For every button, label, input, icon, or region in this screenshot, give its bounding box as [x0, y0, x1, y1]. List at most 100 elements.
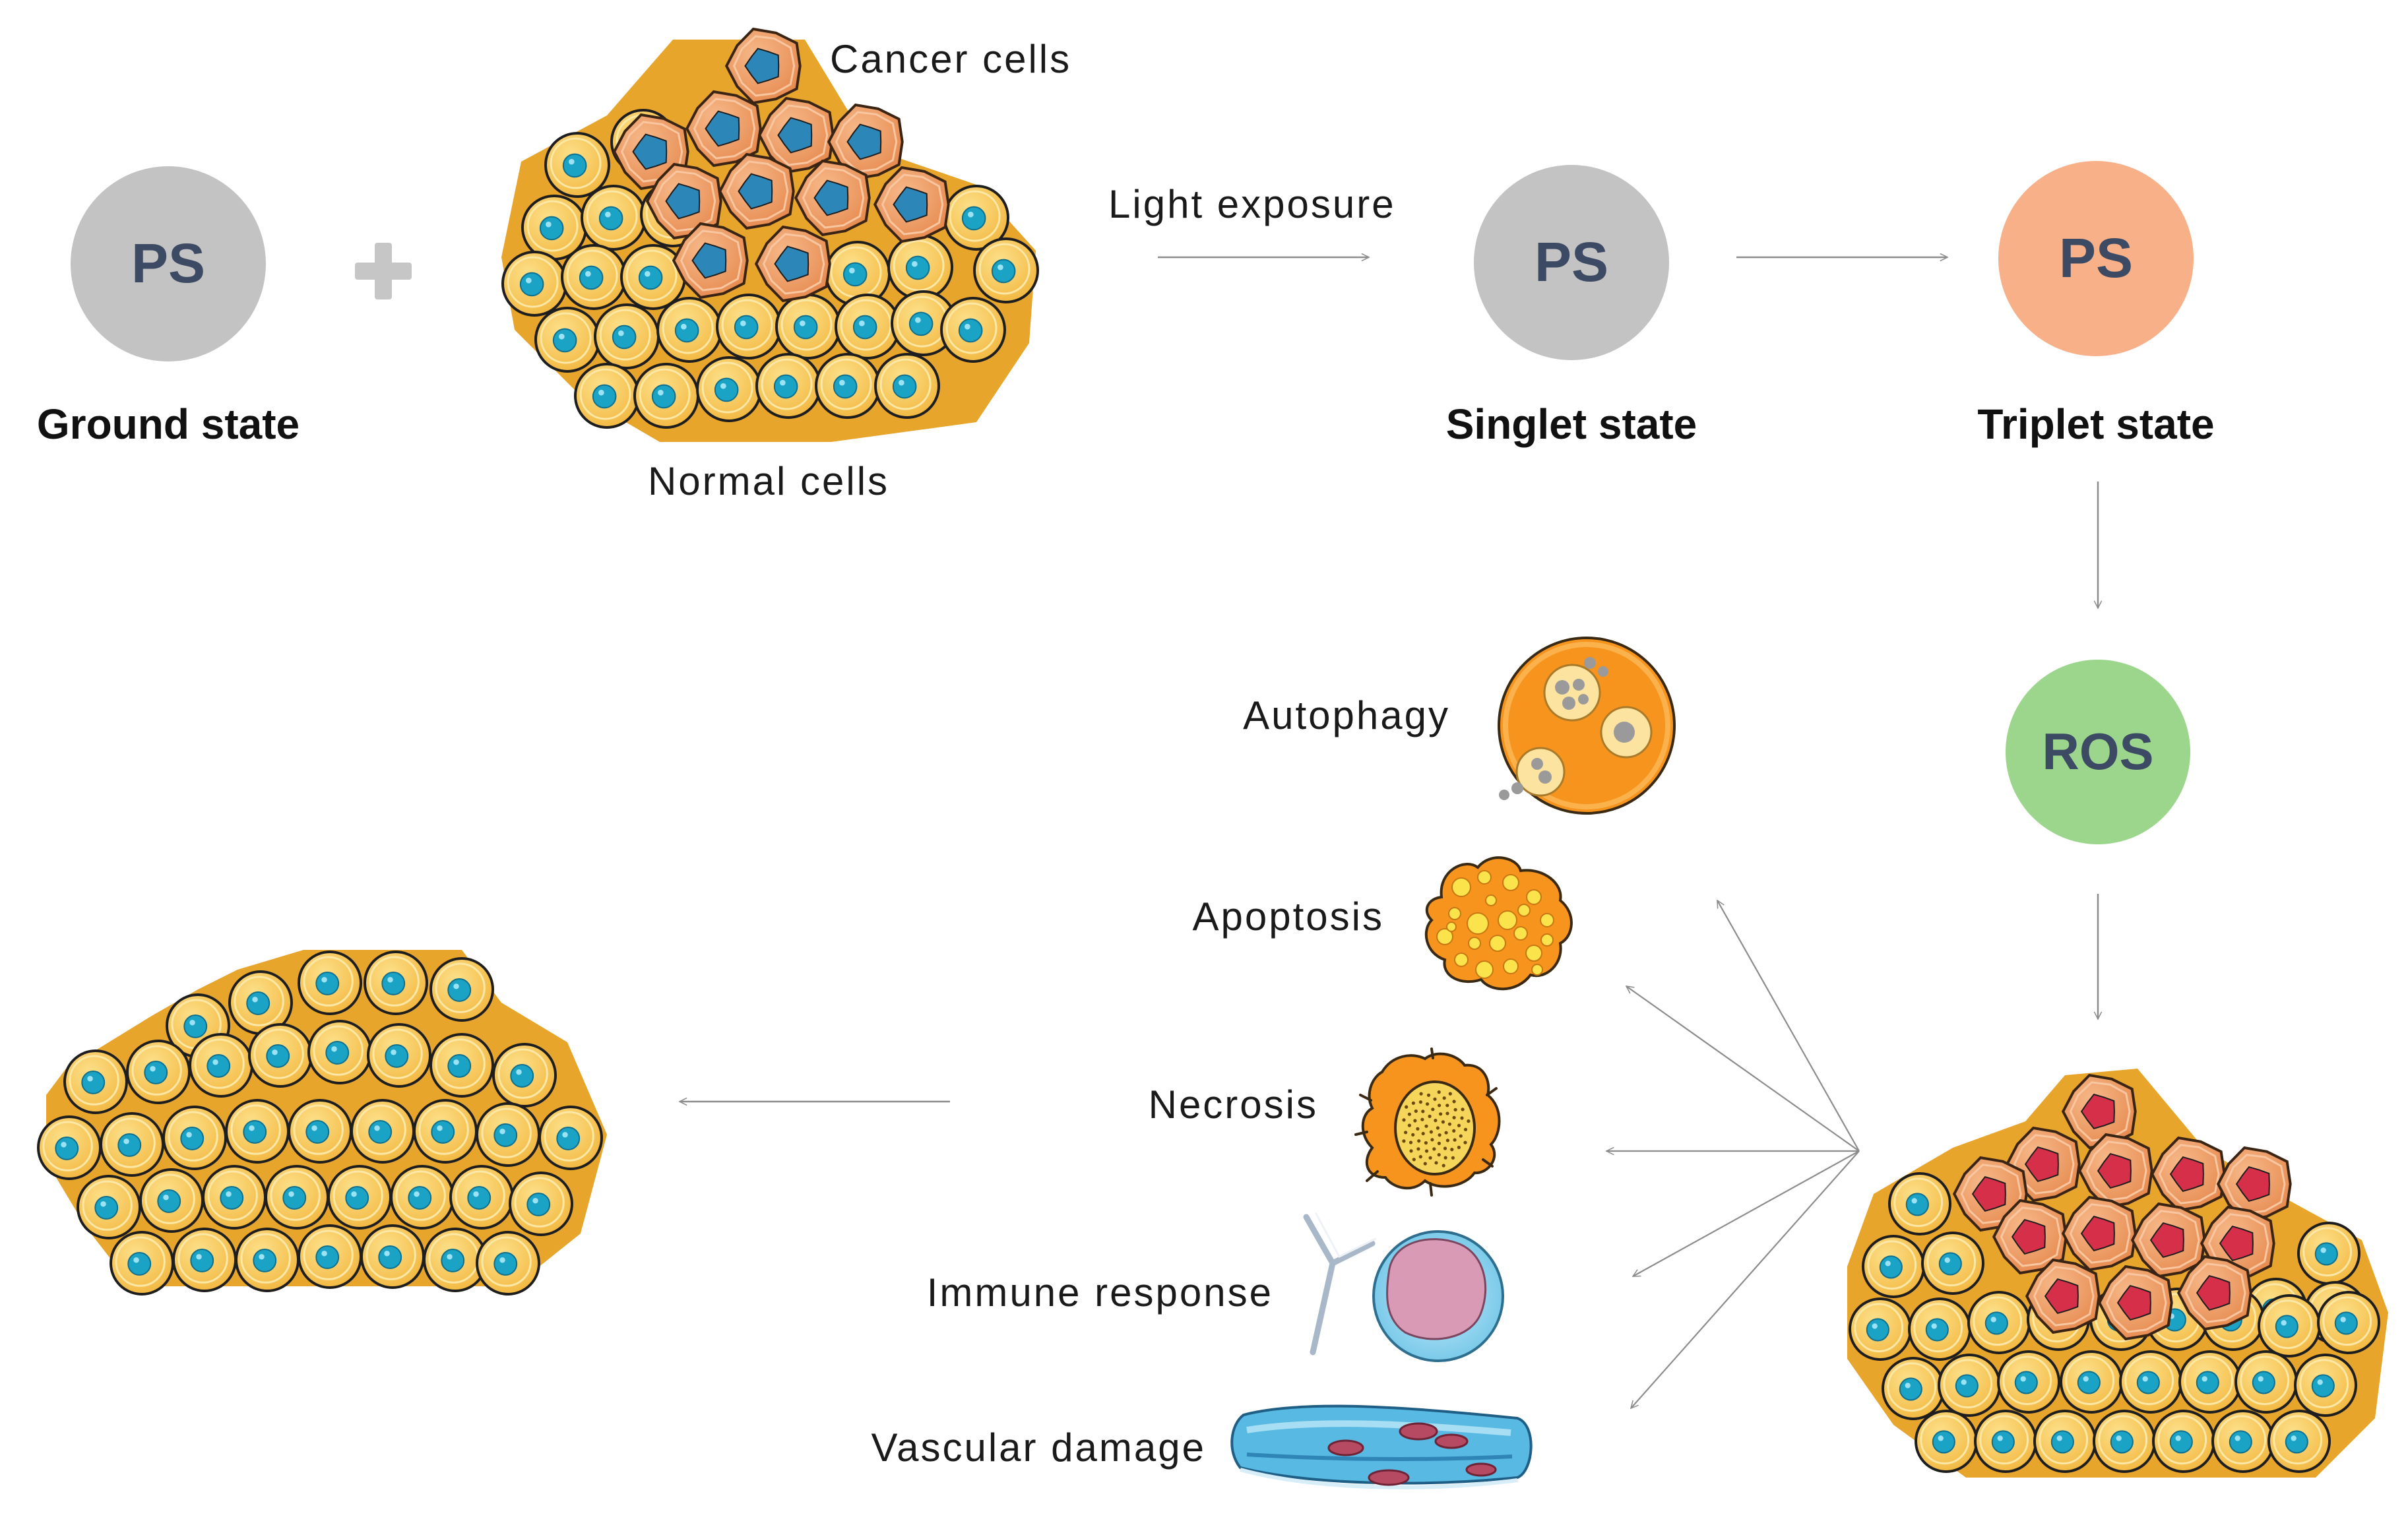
normal-cell	[887, 234, 953, 300]
normal-cell	[248, 1023, 313, 1088]
normal-cell	[509, 1172, 573, 1236]
treated-tumor	[1847, 1069, 2388, 1478]
cancer-cell	[724, 27, 802, 105]
singlet-state-badge: PS	[1535, 231, 1608, 293]
normal-cell	[775, 294, 841, 359]
normal-cell	[2178, 1350, 2242, 1414]
singlet-state-node: PS Singlet state	[1446, 165, 1697, 448]
normal-cell	[2267, 1410, 2331, 1473]
light-exposure-label: Light exposure	[1108, 182, 1396, 226]
cancer-cell	[2061, 1073, 2137, 1150]
normal-cell	[350, 1099, 415, 1164]
normal-cell	[390, 1165, 455, 1230]
normal-cell	[1888, 1172, 1951, 1235]
normal-cell	[2093, 1410, 2156, 1473]
normal-cell	[1849, 1297, 1912, 1361]
normal-cell	[973, 237, 1039, 303]
normal-cell	[367, 1023, 431, 1088]
cancer-cell	[718, 152, 795, 230]
normal-cell	[2234, 1350, 2298, 1414]
normal-cell	[544, 132, 610, 198]
normal-cell	[1882, 1357, 1945, 1420]
normal-cell	[110, 1231, 174, 1296]
normal-cell	[1915, 1410, 1978, 1473]
normal-cell	[100, 1112, 164, 1177]
normal-cell	[1908, 1297, 1971, 1361]
cancer-cell	[1992, 1199, 2068, 1275]
normal-cell	[581, 185, 647, 251]
ground-state-badge: PS	[131, 232, 205, 294]
normal-cell	[620, 244, 686, 310]
normal-cell	[633, 363, 699, 429]
singlet-state-circle	[1474, 165, 1669, 360]
normal-cell	[656, 297, 722, 363]
autophagy-cell-icon	[1498, 637, 1676, 815]
normal-cell	[696, 356, 762, 422]
cancer-cell	[2061, 1195, 2137, 1272]
ground-state-circle	[71, 166, 266, 361]
normal-cell	[2258, 1294, 2321, 1358]
effect-label-apoptosis: Apoptosis	[1193, 894, 1385, 939]
cancer-cell	[827, 103, 904, 181]
effect-label-autophagy: Autophagy	[1243, 693, 1450, 737]
normal-cell	[825, 241, 891, 307]
normal-cell	[943, 185, 1009, 251]
tissue-with-cancer-cells	[501, 27, 1039, 442]
healthy-tissue-result	[37, 950, 607, 1296]
singlet-state-label: Singlet state	[1446, 400, 1697, 448]
antibody-icon	[1303, 1212, 1377, 1356]
ground-state-label: Ground state	[37, 400, 300, 448]
normal-cell	[162, 1106, 227, 1170]
normal-cell	[265, 1165, 329, 1230]
ground-state-node: PS Ground state	[37, 166, 300, 448]
triplet-state-badge: PS	[2059, 227, 2133, 289]
apoptotic-blebs	[1436, 870, 1554, 979]
normal-cell	[235, 1228, 300, 1292]
normal-cell	[716, 294, 782, 359]
normal-cell	[501, 251, 567, 317]
cancer-cell	[2150, 1136, 2226, 1212]
normal-cell	[1997, 1350, 2060, 1414]
normal-cell	[37, 1115, 102, 1180]
cancer-cell	[2077, 1133, 2153, 1209]
cancer-cell	[794, 159, 871, 237]
normal-cell	[225, 1099, 290, 1164]
normal-cell	[1938, 1354, 2001, 1417]
normal-cell	[449, 1165, 514, 1230]
normal-cell	[1967, 1291, 2031, 1354]
normal-cell	[429, 957, 494, 1022]
plus-icon	[355, 243, 412, 299]
normal-cell	[476, 1102, 540, 1167]
normal-cell	[2297, 1222, 2360, 1285]
necrotic-cell-icon	[1354, 1047, 1501, 1197]
normal-cell	[189, 1033, 253, 1098]
normal-cell	[298, 1224, 362, 1289]
cancer-cell	[2130, 1202, 2206, 1278]
normal-cell	[940, 297, 1006, 363]
cancer-cell	[754, 225, 831, 303]
cancer-cell	[2216, 1146, 2292, 1222]
ros-circle	[2006, 660, 2190, 844]
normal-cell	[874, 353, 940, 419]
damaged-cancer-cells	[1952, 1073, 2292, 1341]
effect-arrows	[1606, 900, 1860, 1408]
normal-cell	[139, 1168, 204, 1233]
normal-cell	[172, 1228, 237, 1292]
cancer-cell	[2176, 1255, 2252, 1331]
damaged-blood-vessel-icon	[1230, 1404, 1533, 1489]
cancer-cell	[873, 166, 950, 243]
normal-cell	[2211, 1410, 2275, 1473]
normal-cell	[1862, 1235, 1925, 1298]
necrotic-chromatin	[1402, 1090, 1471, 1168]
ros-badge: ROS	[2042, 722, 2153, 780]
normal-cell	[307, 1020, 372, 1084]
cancer-cell	[2025, 1258, 2101, 1334]
cancer-cell	[672, 222, 749, 299]
normal-cell	[755, 353, 821, 419]
normal-cell	[298, 951, 362, 1015]
normal-cell	[77, 1175, 141, 1239]
cancer-cell	[757, 96, 835, 174]
normal-cell	[2152, 1410, 2215, 1473]
normal-cell	[360, 1224, 425, 1289]
